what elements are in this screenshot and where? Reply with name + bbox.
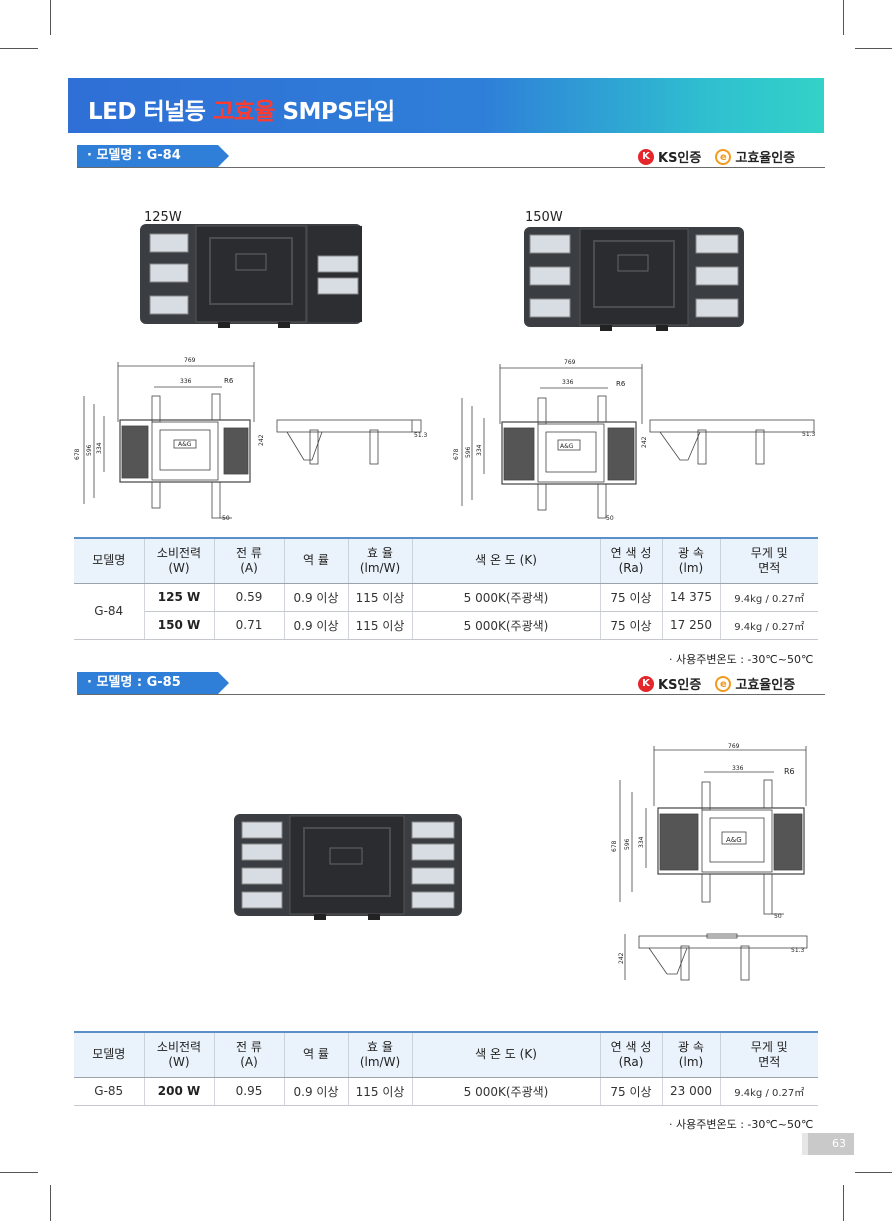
model-cell: G-85 [74, 1077, 145, 1106]
header-cct: 색 온 도 (K) [412, 537, 601, 584]
header-cri: 연 색 성(Ra) [600, 537, 663, 584]
svg-text:596: 596 [624, 838, 631, 850]
section-divider [77, 167, 825, 168]
svg-text:50: 50 [774, 913, 782, 920]
page-title: LED 터널등 고효율 SMPS타입 [88, 99, 395, 125]
svg-text:51.3: 51.3 [791, 947, 805, 954]
header-pf: 역 률 [284, 1031, 349, 1078]
table-row: G-84 125 W 0.59 0.9 이상 115 이상 5 000K(주광색… [74, 583, 818, 640]
ks-cert-icon: K [638, 675, 654, 692]
crop-mark [50, 1185, 51, 1221]
header-efficiency: 효 율(lm/W) [348, 1031, 413, 1078]
header-cri: 연 색 성(Ra) [600, 1031, 663, 1078]
svg-text:678: 678 [611, 840, 618, 852]
svg-text:678: 678 [74, 448, 81, 460]
header-power: 소비전력(W) [144, 1031, 215, 1078]
header-current: 전 류(A) [214, 537, 285, 584]
svg-text:242: 242 [258, 434, 265, 446]
svg-text:51.3: 51.3 [414, 432, 428, 439]
svg-text:769: 769 [564, 359, 576, 366]
page-number: 63 [802, 1133, 854, 1155]
section-divider [77, 694, 825, 695]
title-highlight: 고효율 [212, 99, 275, 125]
spec-table-g85: 모델명 소비전력(W) 전 류(A) 역 률 효 율(lm/W) 색 온 도 (… [74, 1031, 818, 1106]
svg-text:R6: R6 [224, 377, 234, 385]
svg-text:A&G: A&G [178, 441, 192, 448]
header-pf: 역 률 [284, 537, 349, 584]
header-model: 모델명 [74, 1031, 145, 1078]
svg-text:336: 336 [562, 379, 574, 386]
section-tab-g84: · 모델명 : G-84 [77, 145, 229, 167]
header-flux: 광 속(lm) [662, 1031, 721, 1078]
spec-table-g84: 모델명 소비전력(W) 전 류(A) 역 률 효 율(lm/W) 색 온 도 (… [74, 537, 818, 640]
crop-mark [855, 1172, 892, 1173]
svg-text:334: 334 [96, 442, 103, 454]
svg-text:242: 242 [618, 952, 625, 964]
svg-text:678: 678 [453, 448, 460, 460]
temperature-note: · 사용주변온도 : -30℃~50℃ [669, 653, 814, 666]
svg-text:334: 334 [476, 444, 483, 456]
crop-mark [843, 0, 844, 35]
section-tab-g85: · 모델명 : G-85 [77, 672, 229, 694]
crop-mark [50, 0, 51, 35]
svg-text:R6: R6 [784, 767, 795, 776]
table-row: 150 W 0.71 0.9 이상 115 이상 5 000K(주광색) 75 … [74, 611, 818, 640]
efficiency-cert-icon: e [715, 148, 732, 165]
header-efficiency: 효 율(lm/W) [348, 537, 413, 584]
svg-text:769: 769 [184, 357, 196, 364]
efficiency-cert-icon: e [715, 675, 732, 692]
svg-text:336: 336 [180, 378, 192, 385]
svg-text:769: 769 [728, 743, 740, 750]
header-flux: 광 속(lm) [662, 537, 721, 584]
svg-text:596: 596 [465, 446, 472, 458]
ks-cert-icon: K [638, 148, 654, 165]
drawing-g84-150w: 769 336 R6 678 596 334 242 A&G 50 51.3 [453, 359, 816, 522]
crop-mark [843, 1185, 844, 1221]
svg-text:596: 596 [86, 444, 93, 456]
svg-text:51.3: 51.3 [802, 431, 816, 438]
svg-text:50: 50 [606, 515, 614, 522]
table-row: G-85 200 W 0.95 0.9 이상 115 이상 5 000K(주광색… [74, 1077, 818, 1106]
drawing-g85-side: 242 51.3 [618, 933, 808, 981]
photo-label-125w: 125W [144, 210, 182, 225]
product-photo-200w [234, 814, 462, 920]
model-cell: G-84 [74, 583, 145, 640]
svg-text:A&G: A&G [726, 836, 742, 844]
svg-text:242: 242 [641, 436, 648, 448]
product-photo-150w [524, 227, 744, 331]
title-banner [68, 78, 824, 133]
svg-text:A&G: A&G [560, 443, 574, 450]
svg-text:R6: R6 [616, 380, 626, 388]
temperature-note: · 사용주변온도 : -30℃~50℃ [669, 1118, 814, 1131]
header-current: 전 류(A) [214, 1031, 285, 1078]
crop-mark [0, 48, 38, 49]
product-photo-125w [140, 224, 362, 328]
drawing-g84-125w: 769 336 R6 678 596 334 242 A&G 50 51.3 [74, 357, 428, 522]
crop-mark [855, 48, 892, 49]
drawing-g85: 769 336 R6 678 596 334 A&G 50 [611, 743, 807, 920]
svg-text:336: 336 [732, 765, 744, 772]
svg-text:334: 334 [638, 836, 645, 848]
header-model: 모델명 [74, 537, 145, 584]
photo-label-150w: 150W [525, 210, 563, 225]
crop-mark [0, 1172, 38, 1173]
header-cct: 색 온 도 (K) [412, 1031, 601, 1078]
header-power: 소비전력(W) [144, 537, 215, 584]
svg-text:50: 50 [222, 515, 230, 522]
